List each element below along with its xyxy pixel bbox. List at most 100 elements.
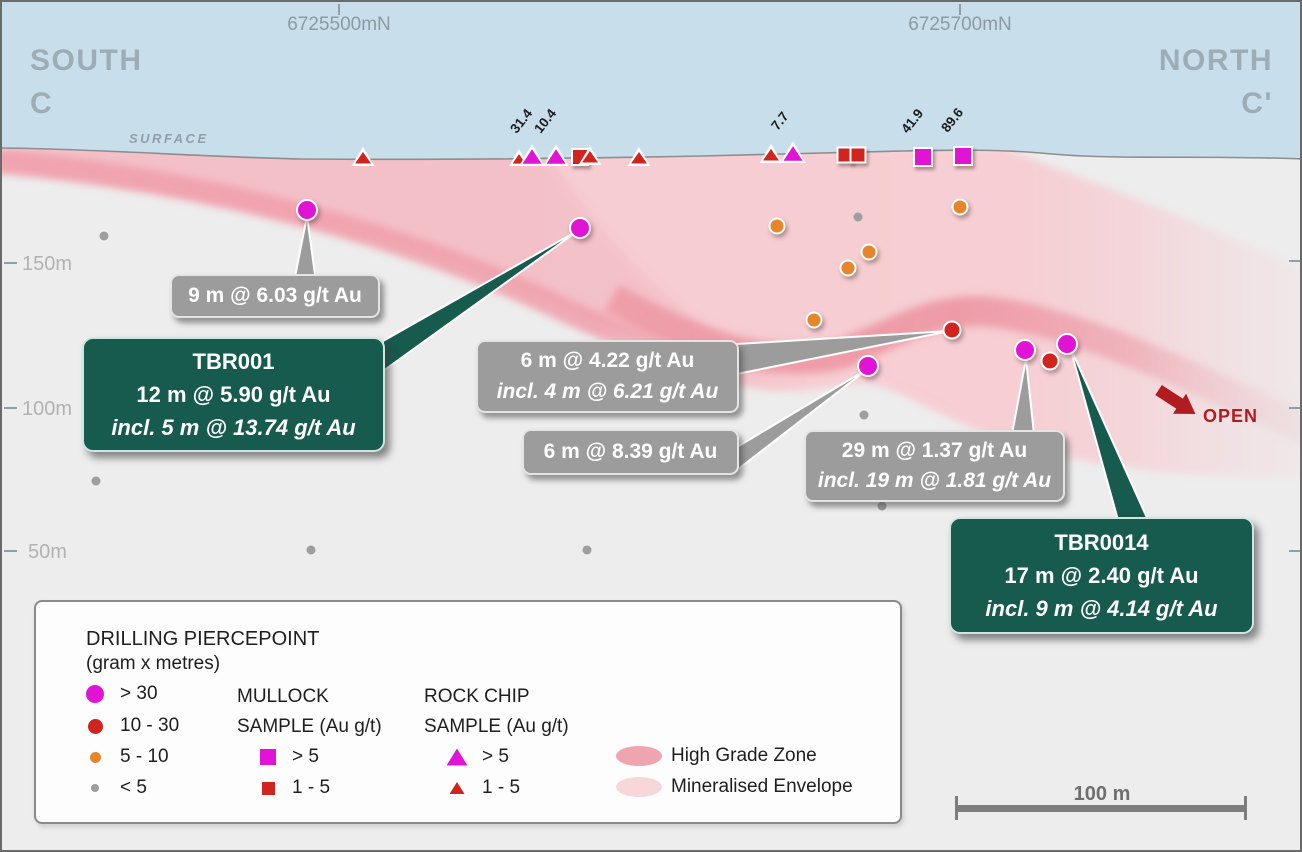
open-arrow-icon: [1155, 384, 1196, 414]
surface-line: [2, 147, 1300, 161]
elevation-label-100m: 100m: [22, 398, 73, 420]
legend-mullock-row-swatch-slot: [244, 781, 292, 795]
piercepoint-marker: [859, 410, 869, 420]
rock-chip-sample-fill: [512, 154, 526, 164]
piercepoint-marker: [805, 311, 823, 329]
legend-piercepoint-row: 5 - 10: [70, 743, 169, 771]
legend-rockchip-header: ROCK CHIP SAMPLE (Au g/t): [424, 682, 569, 742]
drillhole-id: TBR001: [192, 349, 275, 374]
assay-callout-line: 6 m @ 8.39 g/t Au: [543, 439, 718, 463]
legend-zone-row-label: Mineralised Envelope: [671, 776, 853, 797]
drillhole-callout: TBR001 12 m @ 5.90 g/t Au incl. 5 m @ 13.7…: [82, 337, 385, 452]
legend-mullock-row-label: 1 - 5: [292, 777, 331, 798]
scale-bar-line: [957, 805, 1247, 812]
legend-mullock-row-label: > 5: [292, 746, 319, 767]
piercepoint-marker: [99, 231, 109, 241]
piercepoint-marker: [1056, 333, 1078, 355]
piercepoint-marker: [951, 198, 969, 216]
legend-zone-swatch: [615, 777, 662, 797]
legend-zone-row-swatch-slot: [606, 746, 671, 766]
legend-mullock-header-line1: MULLOCK: [237, 686, 329, 707]
rock-chip-sample-fill: [355, 151, 371, 164]
right-fadeout-overlay: [1132, 162, 1300, 572]
scale-bar-label: 100 m: [1073, 783, 1131, 805]
open-label: OPEN: [1203, 406, 1259, 426]
assay-callout: 9 m @ 6.03 g/t Au: [170, 274, 380, 318]
legend-zone-row: Mineralised Envelope: [606, 773, 853, 801]
legend-title: DRILLING PIERCEPOINT: [86, 628, 320, 650]
legend-circle-swatch: [87, 718, 103, 734]
legend-mullock-header: MULLOCK SAMPLE (Au g/t): [237, 682, 382, 742]
legend-rockchip-header-line1: ROCK CHIP: [424, 686, 530, 707]
legend-square-swatch: [260, 749, 276, 765]
legend-piercepoint-row: > 30: [70, 680, 158, 708]
legend-zone-row-label: High Grade Zone: [671, 745, 817, 766]
rock-chip-sample-fill: [631, 151, 647, 164]
heading-north: NORTH: [1158, 44, 1273, 77]
rock-chip-sample-fill: [763, 148, 779, 161]
legend-subtitle: (gram x metres): [86, 653, 221, 674]
legend-piercepoint-row: < 5: [70, 774, 147, 802]
legend-triangle-swatch: [449, 782, 465, 794]
assay-callout-line: 29 m @ 1.37 g/t Au: [841, 438, 1028, 462]
piercepoint-marker: [306, 545, 316, 555]
legend-mullock-header-line2: SAMPLE (Au g/t): [237, 716, 382, 737]
mullock-sample-marker: [849, 146, 867, 164]
legend-rockchip-row: > 5: [432, 743, 509, 771]
legend-circle-swatch: [91, 784, 99, 792]
piercepoint-marker: [582, 545, 592, 555]
legend-piercepoint-row-label: 10 - 30: [120, 715, 180, 736]
legend-rockchip-row-label: 1 - 5: [482, 777, 521, 798]
piercepoint-marker: [296, 199, 318, 221]
legend-piercepoint-row: 10 - 30: [70, 712, 179, 740]
legend-piercepoint-row-label: > 30: [120, 683, 158, 704]
assay-callout-line: 9 m @ 6.03 g/t Au: [188, 283, 362, 307]
piercepoint-marker: [1014, 339, 1036, 361]
piercepoint-marker: [942, 320, 962, 340]
drillhole-callout-line: incl. 9 m @ 4.14 g/t Au: [985, 596, 1218, 621]
legend-box: DRILLING PIERCEPOINT (gram x metres) MUL…: [34, 600, 902, 824]
legend-piercepoint-row-swatch-slot: [70, 718, 120, 734]
legend-piercepoint-row-swatch-slot: [70, 784, 120, 792]
piercepoint-marker: [877, 501, 887, 511]
elevation-label-50m: 50m: [28, 541, 67, 563]
high-grade-wash-left: [2, 146, 707, 347]
legend-rockchip-row: 1 - 5: [432, 774, 520, 802]
heading-south: SOUTH: [30, 44, 143, 77]
assay-callout: 29 m @ 1.37 g/t Au incl. 19 m @ 1.81 g/t …: [804, 430, 1065, 502]
heading-section-c-prime: C': [1241, 87, 1273, 120]
legend-square-swatch: [261, 781, 275, 795]
legend-zone-swatch: [615, 746, 662, 766]
elevation-label-150m: 150m: [22, 253, 73, 275]
piercepoint-marker: [1040, 351, 1060, 371]
assay-callout-line: incl. 19 m @ 1.81 g/t Au: [817, 469, 1052, 492]
drillhole-callout-line: 12 m @ 5.90 g/t Au: [136, 382, 331, 407]
legend-mullock-row: > 5: [244, 743, 319, 771]
mullock-sample-marker: [953, 146, 973, 166]
legend-rockchip-row-label: > 5: [482, 746, 509, 767]
assay-callout: 6 m @ 8.39 g/t Au: [522, 429, 739, 475]
drillhole-id: TBR0014: [1054, 530, 1149, 555]
legend-zone-row: High Grade Zone: [606, 742, 817, 770]
scale-bar: [955, 796, 1247, 820]
piercepoint-marker: [857, 355, 879, 377]
legend-piercepoint-row-swatch-slot: [70, 751, 120, 763]
grid-ticks: [4, 4, 1300, 552]
legend-triangle-swatch: [446, 748, 468, 766]
legend-zone-row-swatch-slot: [606, 777, 671, 797]
piercepoint-marker: [860, 243, 878, 261]
drillhole-callout-line: incl. 5 m @ 13.74 g/t Au: [111, 415, 356, 440]
sky: [2, 2, 1300, 160]
piercepoint-marker: [839, 259, 857, 277]
northing-label-6725700: 6725700mN: [908, 14, 1012, 35]
legend-mullock-row: 1 - 5: [244, 774, 330, 802]
legend-piercepoint-row-label: < 5: [120, 777, 147, 798]
legend-piercepoint-row-swatch-slot: [70, 685, 120, 703]
legend-circle-swatch: [86, 685, 104, 703]
assay-callout-line: incl. 4 m @ 6.21 g/t Au: [496, 379, 719, 403]
